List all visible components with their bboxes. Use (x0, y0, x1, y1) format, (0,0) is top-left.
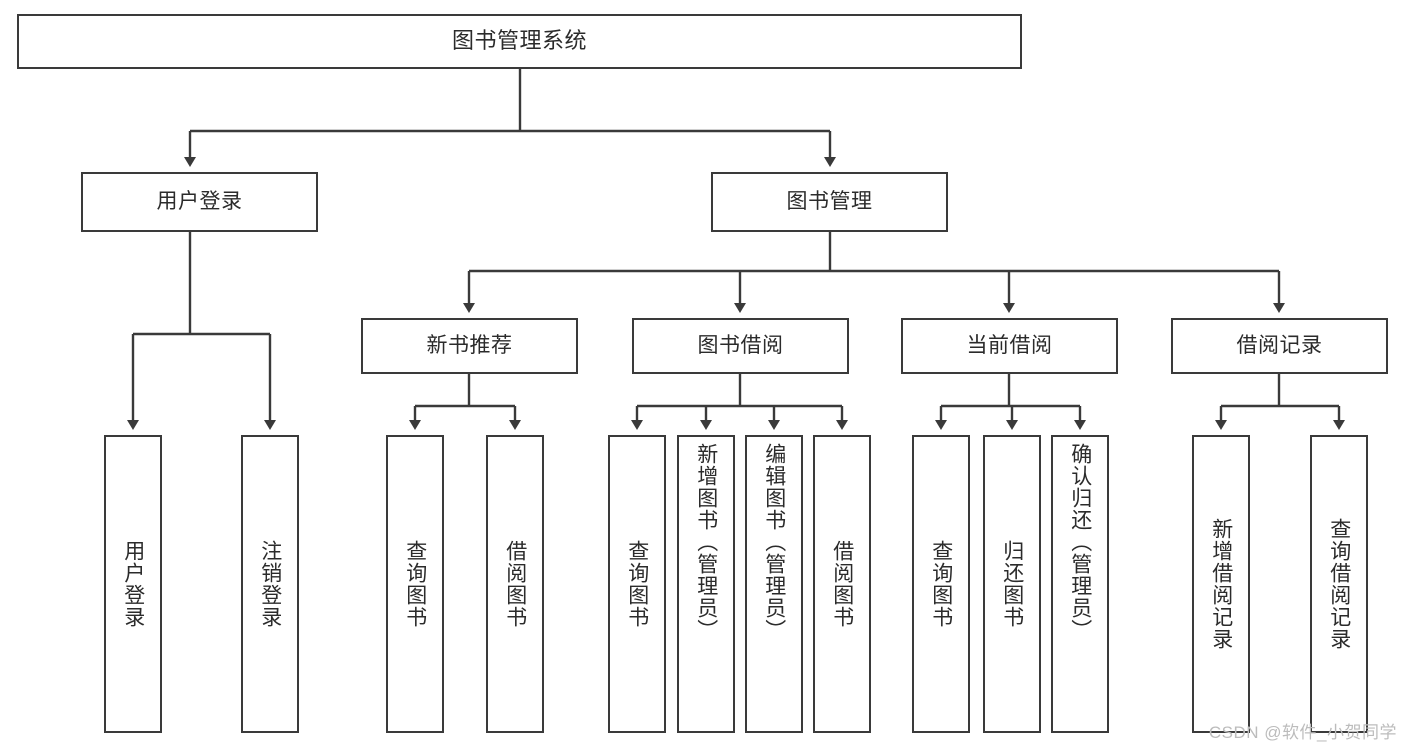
node-label: 新增图书（管理员） (694, 443, 718, 641)
node-label: 查询图书 (625, 540, 649, 628)
node-label: 归还图书 (1000, 540, 1024, 628)
node-label: 借阅图书 (830, 540, 854, 628)
node-label: 注销登录 (258, 540, 282, 628)
node-label: 借阅记录 (1236, 334, 1323, 358)
node-label: 编辑图书（管理员） (762, 443, 786, 641)
node-leaf-borrow-books-recommend[interactable]: 借阅图书 (486, 435, 544, 733)
node-label: 查询图书 (929, 540, 953, 628)
node-leaf-logout[interactable]: 注销登录 (241, 435, 299, 733)
node-label: 图书管理系统 (451, 28, 587, 54)
node-label: 当前借阅 (966, 334, 1053, 358)
node-borrow-record[interactable]: 借阅记录 (1171, 318, 1388, 374)
node-label: 新书推荐 (426, 334, 513, 358)
node-label: 查询借阅记录 (1327, 518, 1351, 650)
node-label: 借阅图书 (503, 540, 527, 628)
node-label: 新增借阅记录 (1209, 518, 1233, 650)
node-root[interactable]: 图书管理系统 (17, 14, 1022, 69)
node-leaf-borrow-books-borrow[interactable]: 借阅图书 (813, 435, 871, 733)
node-leaf-confirm-return-admin[interactable]: 确认归还（管理员） (1051, 435, 1109, 733)
node-leaf-query-books-recommend[interactable]: 查询图书 (386, 435, 444, 733)
node-leaf-user-login[interactable]: 用户登录 (104, 435, 162, 733)
node-leaf-return-books[interactable]: 归还图书 (983, 435, 1041, 733)
node-label: 用户登录 (156, 190, 243, 214)
node-label: 确认归还（管理员） (1068, 443, 1092, 641)
watermark-label: CSDN @软件_小贺同学 (1208, 723, 1397, 742)
node-book-management-group[interactable]: 图书管理 (711, 172, 948, 232)
node-leaf-add-borrow-record[interactable]: 新增借阅记录 (1192, 435, 1250, 733)
node-label: 图书管理 (786, 190, 873, 214)
node-leaf-edit-book-admin[interactable]: 编辑图书（管理员） (745, 435, 803, 733)
node-leaf-query-borrow-record[interactable]: 查询借阅记录 (1310, 435, 1368, 733)
node-label: 图书借阅 (697, 334, 784, 358)
node-book-borrow[interactable]: 图书借阅 (632, 318, 849, 374)
node-leaf-query-books-borrow[interactable]: 查询图书 (608, 435, 666, 733)
node-leaf-query-books-current[interactable]: 查询图书 (912, 435, 970, 733)
node-label: 用户登录 (121, 540, 145, 628)
node-user-login-group[interactable]: 用户登录 (81, 172, 318, 232)
node-current-borrow[interactable]: 当前借阅 (901, 318, 1118, 374)
node-leaf-add-book-admin[interactable]: 新增图书（管理员） (677, 435, 735, 733)
node-label: 查询图书 (403, 540, 427, 628)
node-new-book-recommend[interactable]: 新书推荐 (361, 318, 578, 374)
